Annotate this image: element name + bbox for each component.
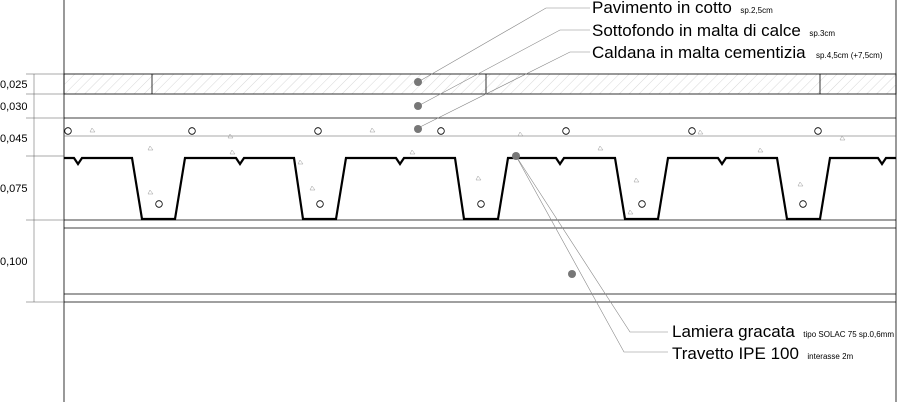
marker-caldana <box>414 125 422 133</box>
dimension-chain <box>26 73 64 303</box>
annotation-sottofondo: Sottofondo in malta di calce sp.3cm <box>592 21 835 40</box>
dimension-label-travetto: 0,100 <box>0 256 28 268</box>
dimension-label-lamiera: 0,075 <box>0 183 28 195</box>
leader-lines <box>417 7 668 353</box>
marker-pavimento <box>414 78 422 86</box>
travetto-ipe-layer <box>64 219 896 303</box>
marker-travetto <box>568 270 576 278</box>
dimension-label-sottofondo: 0,030 <box>0 101 28 113</box>
pavimento-layer <box>63 73 897 95</box>
dimension-label-pavimento: 0,025 <box>0 79 28 91</box>
annotation-pavimento: Pavimento in cotto sp.2,5cm <box>592 0 773 17</box>
dimension-label-caldana: 0,045 <box>0 133 28 145</box>
lamiera-grecata-profile <box>64 156 896 221</box>
reference-markers <box>414 78 576 278</box>
caldana-layer <box>64 127 896 215</box>
marker-lamiera <box>512 152 520 160</box>
annotation-lamiera: Lamiera gracata tipo SOLAC 75 sp.0,6mm <box>672 322 894 341</box>
annotation-caldana: Caldana in malta cementizia sp.4,5cm (+7… <box>592 43 883 62</box>
rebar-top-row <box>64 127 822 135</box>
marker-sottofondo <box>414 102 422 110</box>
concrete-aggregate-marks <box>89 127 846 215</box>
rebar-rib-row <box>155 200 807 208</box>
annotation-travetto: Travetto IPE 100 interasse 2m <box>672 344 854 363</box>
